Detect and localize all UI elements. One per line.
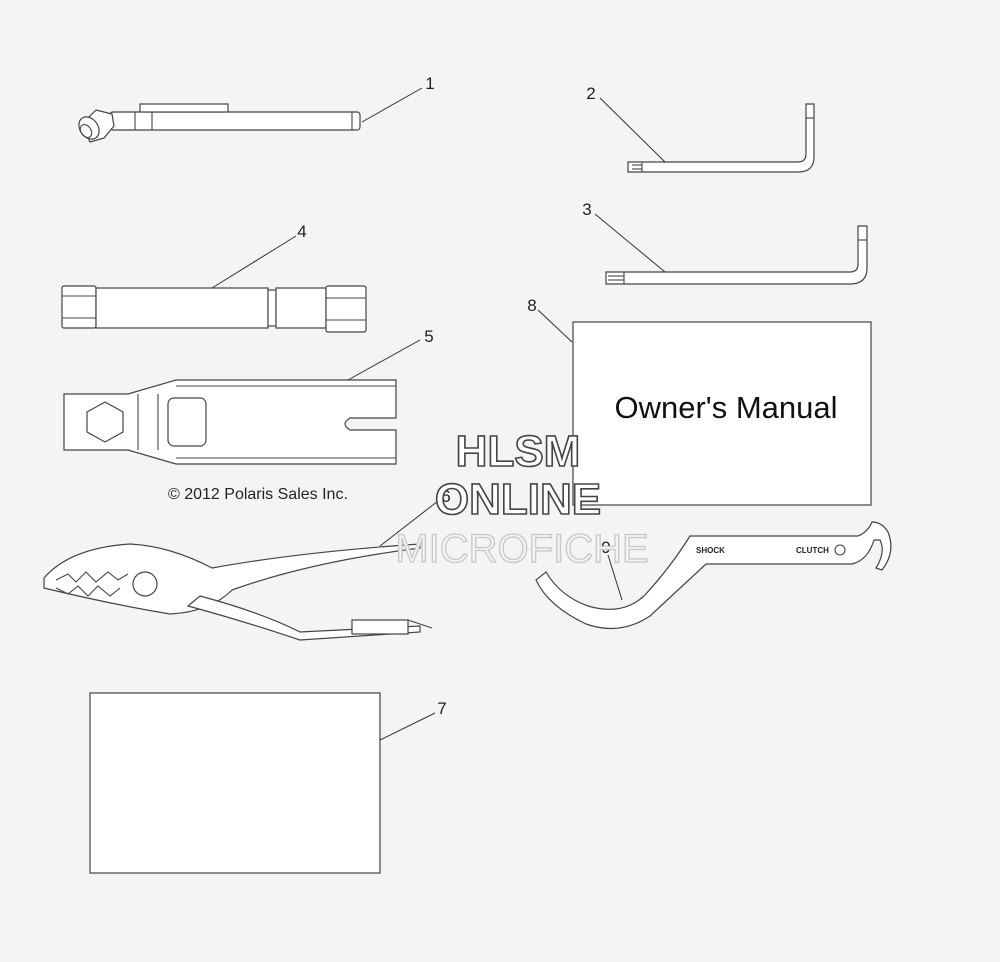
callout-2: 2 <box>586 84 595 103</box>
callout-8: 8 <box>527 296 536 315</box>
callout-3: 3 <box>582 200 591 219</box>
part-7-card <box>89 692 381 874</box>
part-1-pressure-gauge <box>78 103 361 143</box>
part-9-hook-wrench: SHOCK CLUTCH <box>535 521 892 630</box>
watermark-line-2: ONLINE <box>435 475 601 524</box>
hook-wrench-shock-label: SHOCK <box>696 546 725 555</box>
part-5-wrench <box>63 379 397 465</box>
watermark-line-3: MICROFICHE <box>395 527 648 571</box>
callout-9: 9 <box>601 538 610 557</box>
callout-4: 4 <box>297 222 306 241</box>
callouts: 1 2 3 4 5 6 7 8 9 <box>297 74 610 718</box>
callout-5: 5 <box>424 327 433 346</box>
watermark: HLSM ONLINE MICROFICHE <box>395 426 650 571</box>
callout-6: 6 <box>441 487 450 506</box>
part-6-pliers <box>43 543 433 641</box>
part-4-spark-plug-socket <box>61 285 367 333</box>
callout-1: 1 <box>425 74 434 93</box>
part-3-hex-key <box>605 225 868 285</box>
part-2-hex-key <box>627 103 815 173</box>
hook-wrench-clutch-label: CLUTCH <box>796 546 829 555</box>
owners-manual-title: Owner's Manual <box>614 390 837 425</box>
part-8-owners-manual: Owner's Manual <box>572 321 872 506</box>
leader-lines <box>211 87 666 741</box>
copyright-notice: © 2012 Polaris Sales Inc. <box>168 486 348 503</box>
watermark-line-1: HLSM <box>456 427 581 476</box>
callout-7: 7 <box>437 699 446 718</box>
